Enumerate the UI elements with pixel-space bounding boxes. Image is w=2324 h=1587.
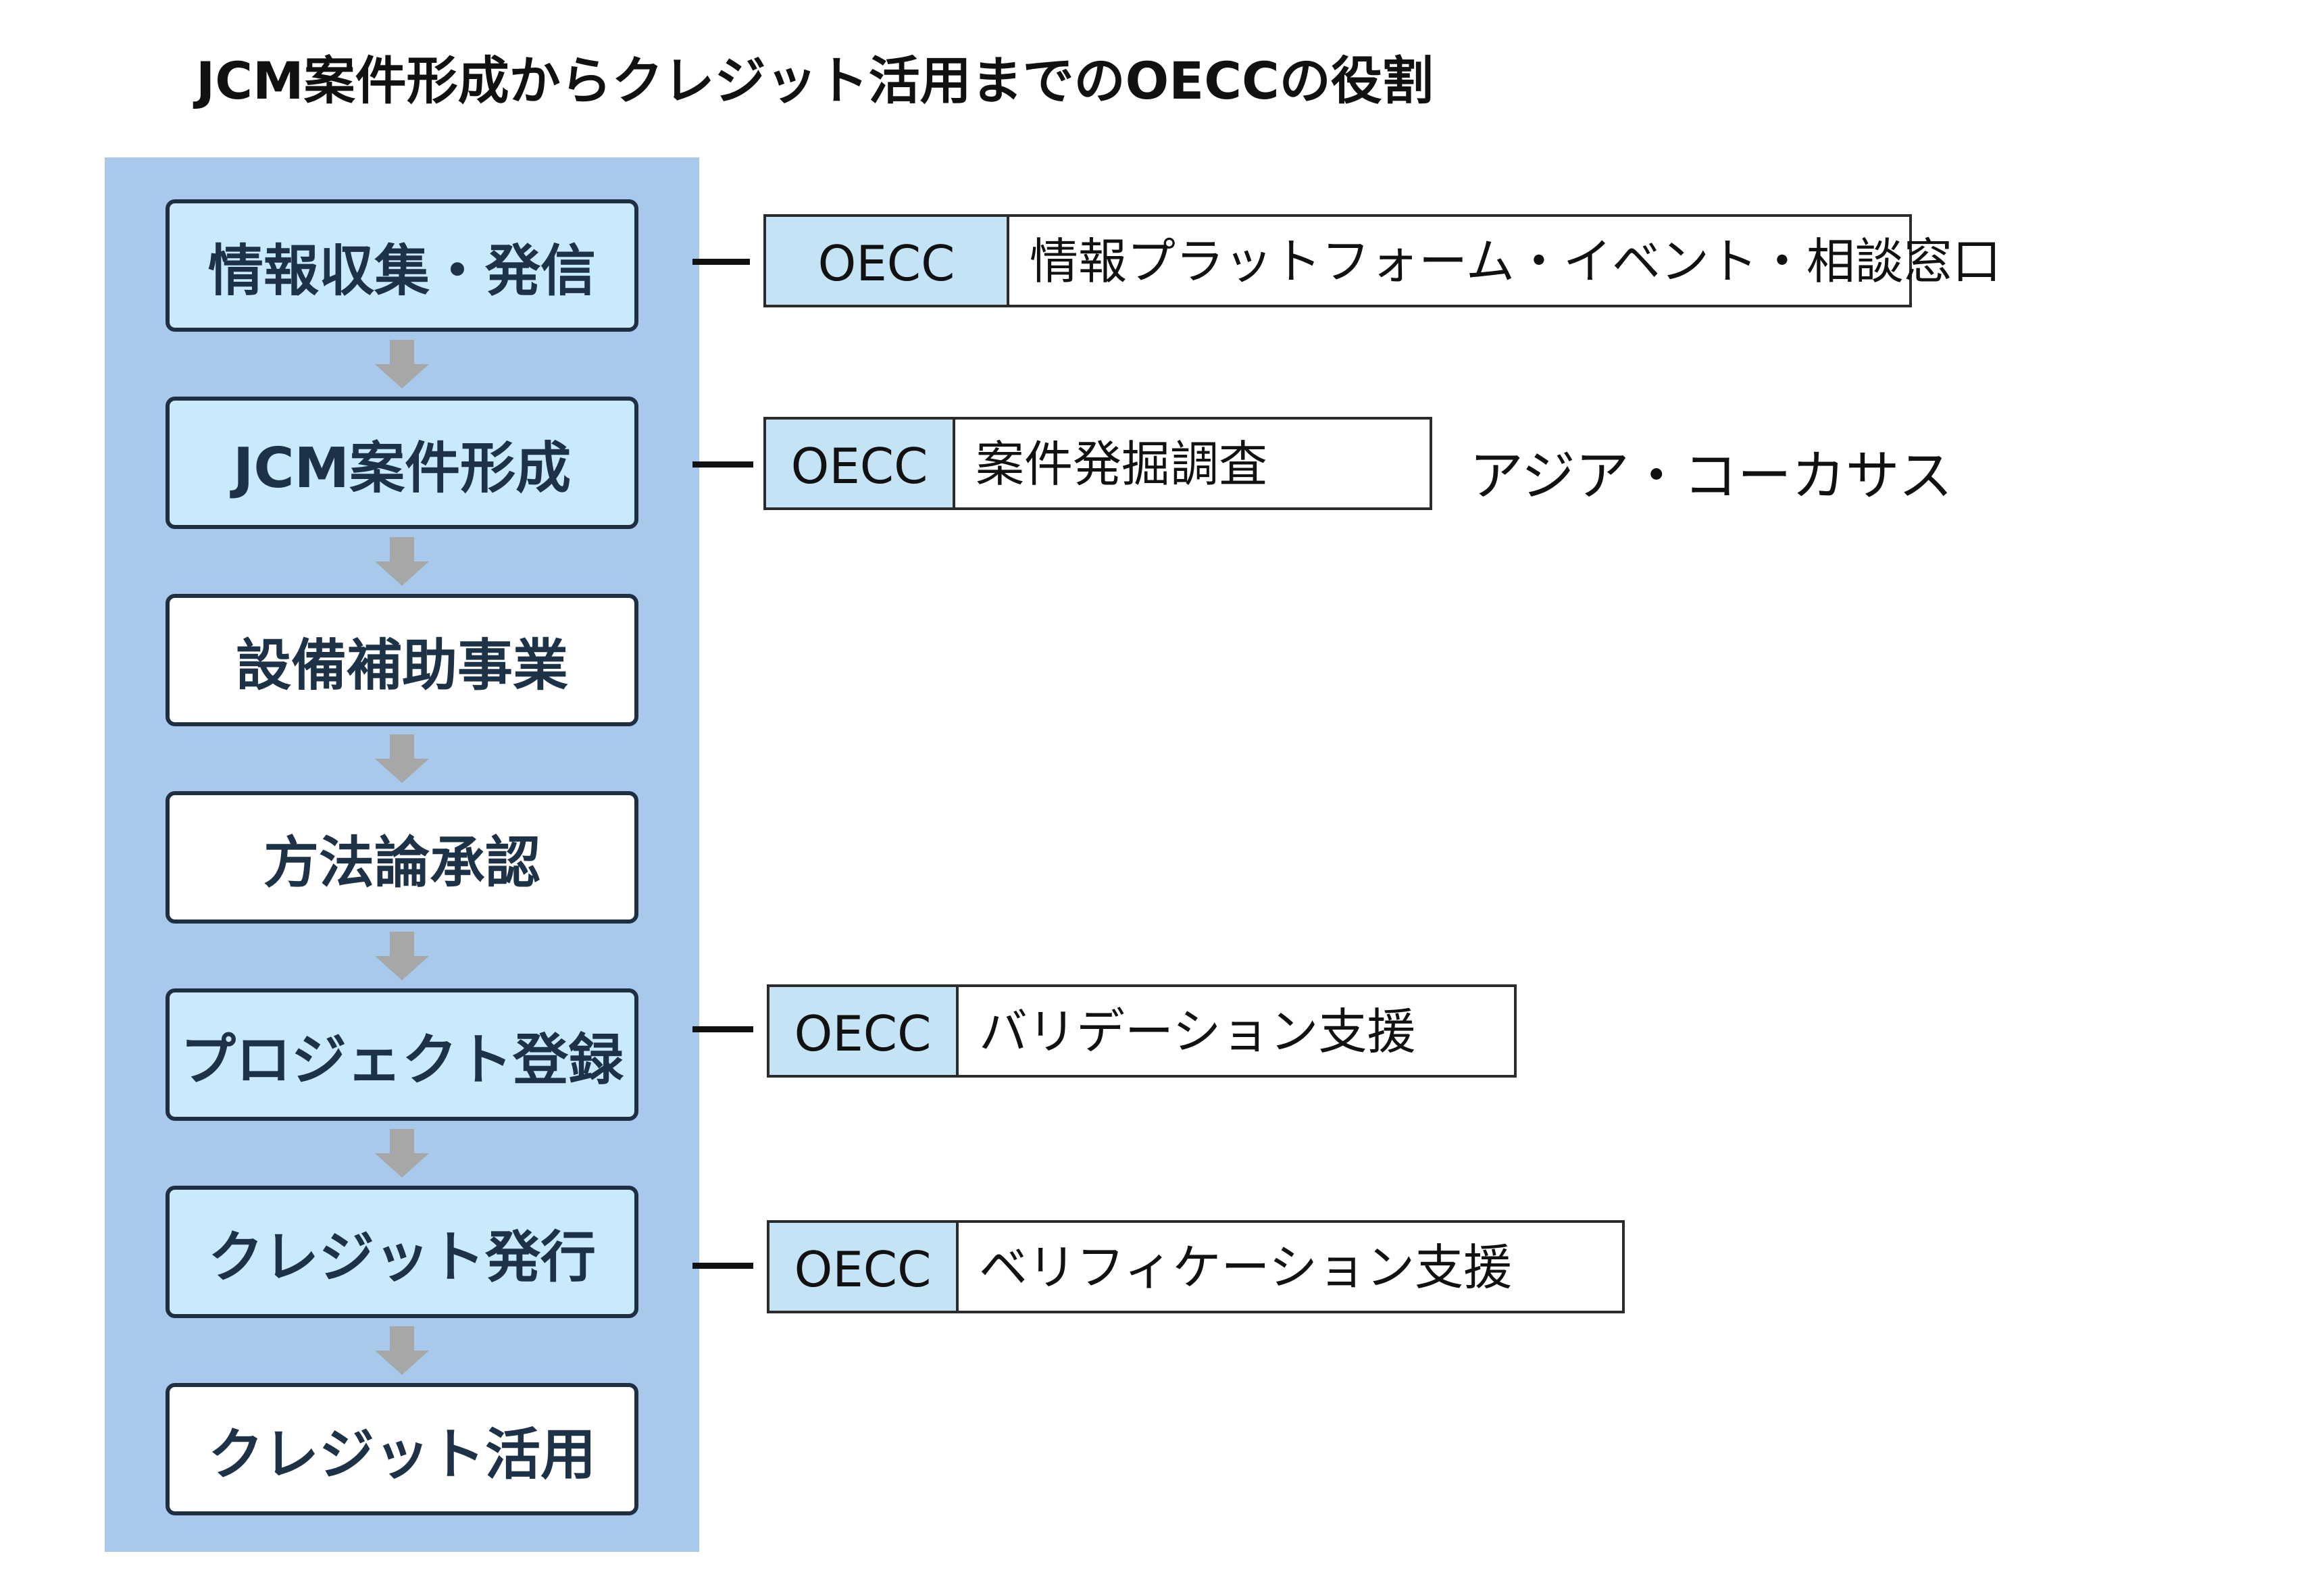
role-description: バリデーション支援 bbox=[979, 1003, 1416, 1060]
diagram-title: JCM案件形成からクレジット活用までのOECCの役割 bbox=[196, 51, 1434, 111]
role-box-info: OECC 情報プラットフォーム・イベント・相談窓口 bbox=[763, 214, 2001, 307]
role-box-project-formation: OECC 案件発掘調査 bbox=[763, 417, 1432, 510]
org-label: OECC bbox=[766, 420, 955, 507]
step-info-collection: 情報収集・発信 bbox=[166, 199, 638, 332]
down-arrow-icon bbox=[375, 932, 429, 982]
role-box-verification: OECC ベリフィケーション支援 bbox=[767, 1220, 1625, 1313]
org-label: OECC bbox=[769, 1223, 959, 1311]
down-arrow-icon bbox=[375, 1326, 429, 1376]
connector-line bbox=[692, 1026, 753, 1032]
connector-line bbox=[692, 1263, 753, 1269]
step-equipment-subsidy: 設備補助事業 bbox=[166, 594, 638, 726]
org-label: OECC bbox=[766, 217, 1009, 305]
step-project-registration: プロジェクト登録 bbox=[166, 988, 638, 1121]
down-arrow-icon bbox=[375, 734, 429, 784]
role-description: ベリフィケーション支援 bbox=[979, 1238, 1513, 1296]
step-methodology-approval: 方法論承認 bbox=[166, 791, 638, 924]
connector-line bbox=[692, 259, 750, 265]
step-credit-utilization: クレジット活用 bbox=[166, 1383, 638, 1515]
connector-line bbox=[692, 461, 753, 468]
step-credit-issuance: クレジット発行 bbox=[166, 1186, 638, 1318]
role-description: 情報プラットフォーム・イベント・相談窓口 bbox=[1030, 232, 2001, 290]
step-jcm-project-formation: JCM案件形成 bbox=[166, 397, 638, 529]
down-arrow-icon bbox=[375, 1129, 429, 1179]
down-arrow-icon bbox=[375, 537, 429, 587]
role-description: 案件発掘調査 bbox=[976, 435, 1268, 493]
org-label: OECC bbox=[769, 987, 959, 1075]
role-box-validation: OECC バリデーション支援 bbox=[767, 984, 1517, 1078]
down-arrow-icon bbox=[375, 340, 429, 390]
region-note: アジア・コーカサス bbox=[1469, 445, 1953, 507]
